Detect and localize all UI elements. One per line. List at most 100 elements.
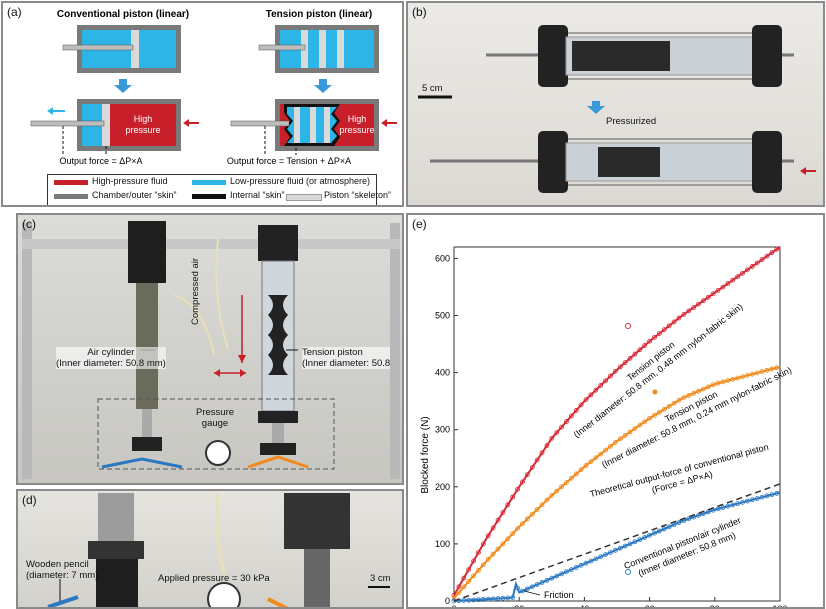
annotation-red-detail: (Inner diameter: 50.8 mm, 0.48 mm nylon-… [572,302,745,440]
down-arrow-icon [238,355,246,363]
data-point [627,355,633,361]
applied-pressure-label: Applied pressure = 30 kPa [158,573,270,584]
data-point [578,562,584,568]
data-point [676,315,682,321]
y-tick-label: 100 [435,539,450,549]
data-point [466,567,472,572]
y-tick-label: 400 [435,368,450,378]
data-point [759,257,765,262]
data-point [456,584,462,590]
data-point [490,525,496,531]
data-point [744,267,750,273]
data-point [568,567,574,572]
data-point [647,532,653,538]
title-conventional: Conventional piston (linear) [57,9,189,20]
data-point [593,455,599,461]
data-point [534,457,540,463]
data-point [588,459,594,465]
data-point [622,433,628,438]
friction-pointer [523,590,541,596]
data-point [549,575,555,581]
data-point [598,451,604,457]
series-2 [451,490,781,604]
data-point [573,565,579,570]
data-point [730,376,736,382]
left-arrow-icon [47,107,53,115]
data-point [642,419,648,425]
data-point [564,480,569,485]
data-point [759,369,765,375]
data-point [696,388,701,394]
panel-b-label: (b) [412,5,427,19]
data-point [720,284,726,290]
data-point [676,520,682,525]
data-point [691,305,697,310]
data-point [583,463,589,468]
data-point [744,498,750,504]
data-point [705,294,711,300]
conventional-piston-top [62,25,181,73]
data-point [749,371,755,377]
data-point [617,545,623,551]
piston-photos [418,25,816,193]
data-point [461,598,467,603]
data-point [617,436,623,442]
data-point [754,496,760,501]
data-point [515,526,520,531]
left-arrow-icon [183,119,189,127]
piston-schematic: Conventional piston (linear) Tension pis… [30,9,397,166]
theory-line [453,483,781,602]
data-point [485,533,491,539]
data-point [681,395,687,400]
blue-series-marker [625,569,631,575]
data-point [466,579,472,584]
data-point [725,503,731,509]
down-arrow-icon [314,79,332,93]
data-point [461,584,467,590]
test-setup-photo [22,221,400,479]
data-point [710,291,716,297]
data-point [476,567,481,573]
x-tick-label: 40 [579,604,589,609]
data-point [520,479,525,485]
data-point [710,382,716,388]
data-point [500,510,506,515]
data-point [573,408,579,413]
data-point [495,517,501,523]
pencil-title: Wooden pencil [26,559,89,570]
data-point [627,429,633,435]
output-force-tension: Output force = Tension + ΔP×A [227,156,351,166]
annotation-blue: Conventional piston/air cylinder (Inner … [623,515,743,578]
high-pressure-label: High [134,114,153,124]
data-point [608,550,613,555]
data-point [754,370,760,376]
data-point [559,571,564,577]
data-point [647,415,653,421]
air-cylinder-diameter: (Inner diameter: 50.8 mm) [56,358,166,369]
left-arrow-icon [214,369,220,377]
data-point [564,569,569,575]
red-series-marker [625,323,631,329]
data-point [740,270,745,276]
data-point [686,393,692,398]
data-point [696,301,701,307]
data-point [671,319,677,325]
data-point [471,597,476,603]
data-point [652,530,657,536]
panel-c: (c) Compressed air Air cylinder (Inner d… [16,213,404,485]
data-point [744,373,750,378]
data-point [740,374,745,380]
data-point [661,327,667,333]
data-point [725,281,731,286]
data-point [720,505,726,510]
legend-low: Low-pressure fluid (or atmosphere) [230,176,371,186]
data-point [769,492,775,498]
panel-d: (d) Wooden pencil (diameter: 7 mm) Appli… [16,489,404,609]
scale-label: 5 cm [422,83,443,94]
plot-area [453,246,781,602]
data-point [598,554,604,560]
data-point [539,502,545,508]
data-point [622,360,628,366]
data-point [632,539,638,545]
